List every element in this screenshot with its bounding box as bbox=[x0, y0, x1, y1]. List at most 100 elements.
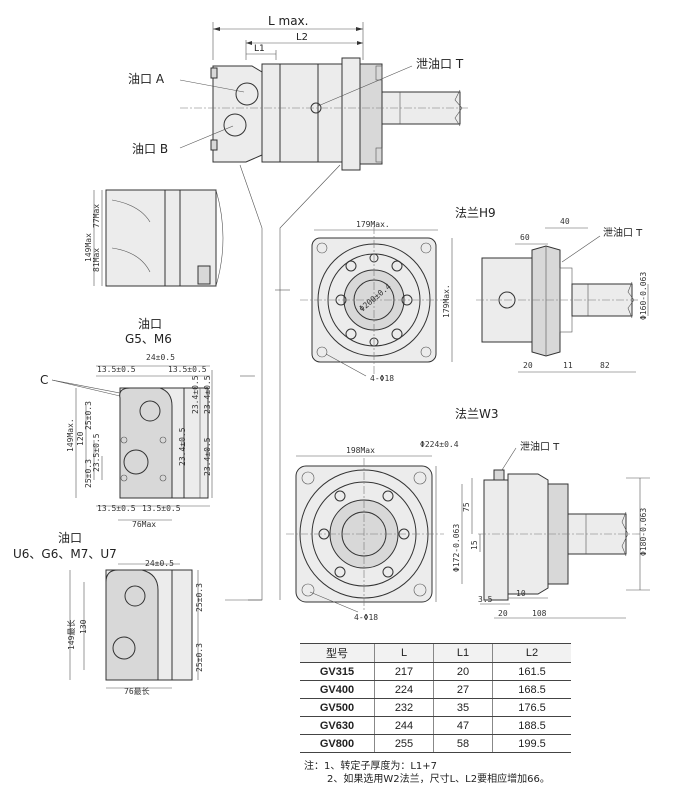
cell-l2: 199.5 bbox=[492, 734, 571, 753]
table-row: GV630 244 47 188.5 bbox=[300, 716, 571, 735]
cell-model: GV500 bbox=[300, 698, 375, 717]
cell-l2: 188.5 bbox=[492, 716, 571, 735]
header-l2: L2 bbox=[492, 643, 571, 663]
dim-149max: 149Max bbox=[84, 233, 93, 262]
note-line-2: 2、如果选用W2法兰，尺寸L、L2要相应增加66。 bbox=[327, 774, 550, 785]
label-flange-h9: 法兰H9 bbox=[455, 206, 496, 220]
dim-g5-76: 76Max bbox=[132, 520, 156, 529]
dim-l-max: L max. bbox=[268, 14, 308, 28]
dim-w3-198w: 198Max bbox=[346, 446, 375, 455]
cell-l: 255 bbox=[374, 734, 434, 753]
header-l: L bbox=[374, 643, 434, 663]
cell-l1: 20 bbox=[433, 662, 493, 681]
label-drain-h9: 泄油口 T bbox=[603, 226, 643, 239]
flange-h9-front: 179Max. 179Max. Φ200±0.4 4-Φ18 bbox=[300, 220, 453, 383]
dim-g5-135d: 13.5±0.5 bbox=[142, 504, 181, 513]
dim-g5-25a: 25±0.3 bbox=[84, 401, 93, 430]
dim-g5-25b: 25±0.3 bbox=[84, 459, 93, 488]
dim-77max: 77Max bbox=[92, 204, 101, 228]
spec-table: 型号 L L1 L2 GV315 217 20 161.5 GV400 224 … bbox=[300, 643, 571, 753]
cell-l2: 176.5 bbox=[492, 698, 571, 717]
cell-model: GV315 bbox=[300, 662, 375, 681]
flange-w3-side: 法兰W3 泄油口 T 75 15 Φ172-0.063 Φ180-0.063 3… bbox=[452, 407, 650, 619]
label-ports-u6-models: U6、G6、M7、U7 bbox=[13, 547, 117, 561]
dim-81max: 81Max bbox=[92, 248, 101, 272]
label-drain-top: 泄油口 T bbox=[416, 57, 464, 71]
port-face-g5: 油口 G5、M6 C 24±0.5 13.5±0.5 13.5±0.5 149M… bbox=[40, 317, 213, 529]
dim-u6-130: 130 bbox=[79, 619, 88, 634]
cell-l2: 168.5 bbox=[492, 680, 571, 699]
cell-l1: 58 bbox=[433, 734, 493, 753]
cell-l: 244 bbox=[374, 716, 434, 735]
dim-g5-120: 120 bbox=[76, 431, 85, 446]
dim-u6-24: 24±0.5 bbox=[145, 559, 174, 568]
table-row: GV500 232 35 176.5 bbox=[300, 698, 571, 717]
cell-l: 232 bbox=[374, 698, 434, 717]
table-row: GV315 217 20 161.5 bbox=[300, 662, 571, 681]
cell-l2: 161.5 bbox=[492, 662, 571, 681]
label-ports-u6: 油口 bbox=[58, 531, 82, 545]
housing-detail-view: 149Max 77Max 81Max bbox=[84, 189, 224, 287]
label-c: C bbox=[40, 373, 48, 387]
table-row: GV800 255 58 199.5 bbox=[300, 734, 571, 753]
dim-g5-149: 149Max. bbox=[66, 418, 75, 452]
dim-g5-135b: 13.5±0.5 bbox=[168, 365, 207, 374]
dim-h9-82: 82 bbox=[600, 361, 610, 370]
dim-g5-235: 23.5±0.5 bbox=[92, 433, 101, 472]
dim-w3-shaft: Φ180-0.063 bbox=[639, 508, 648, 556]
table-row: GV400 224 27 168.5 bbox=[300, 680, 571, 699]
cell-l: 224 bbox=[374, 680, 434, 699]
dim-w3-15: 15 bbox=[470, 540, 479, 550]
dim-u6-25b: 25±0.3 bbox=[195, 643, 204, 672]
dim-w3-pcd: Φ224±0.4 bbox=[420, 440, 459, 449]
dim-h9-40: 40 bbox=[560, 217, 570, 226]
flange-h9-side: 法兰H9 40 60 泄油口 T Φ160-0.063 20 11 82 bbox=[455, 206, 649, 373]
label-port-a: 油口 A bbox=[128, 72, 165, 86]
cell-model: GV630 bbox=[300, 716, 375, 735]
port-face-u6: 油口 U6、G6、M7、U7 24±0.5 149最长 130 25±0.3 2… bbox=[13, 531, 204, 696]
dim-g5-234d: 23.4±0.5 bbox=[203, 437, 212, 476]
dim-h9-179h: 179Max. bbox=[442, 284, 451, 318]
dim-g5-135c: 13.5±0.5 bbox=[97, 504, 136, 513]
cell-model: GV800 bbox=[300, 734, 375, 753]
label-flange-w3: 法兰W3 bbox=[455, 407, 499, 421]
dim-g5-234b: 23.4±0.5 bbox=[203, 375, 212, 414]
dim-w3-75: 75 bbox=[462, 502, 471, 512]
header-l1: L1 bbox=[433, 643, 493, 663]
dim-h9-179w: 179Max. bbox=[356, 220, 390, 229]
label-ports-g5: 油口 bbox=[138, 317, 162, 331]
note-line-1: 注：1、转定子厚度为：L1+7 bbox=[304, 761, 438, 772]
dim-l2: L2 bbox=[296, 32, 308, 43]
dim-u6-25a: 25±0.3 bbox=[195, 583, 204, 612]
label-ports-g5-models: G5、M6 bbox=[125, 332, 172, 346]
cell-l1: 35 bbox=[433, 698, 493, 717]
dim-w3-pilot: Φ172-0.063 bbox=[452, 524, 461, 572]
cell-l1: 47 bbox=[433, 716, 493, 735]
dim-h9-20: 20 bbox=[523, 361, 533, 370]
dim-w3-108: 108 bbox=[532, 609, 547, 618]
dim-h9-11: 11 bbox=[563, 361, 573, 370]
dim-h9-shaft: Φ160-0.063 bbox=[639, 272, 648, 320]
table-header-row: 型号 L L1 L2 bbox=[300, 643, 571, 663]
dim-g5-234a: 23.4±0.5 bbox=[191, 375, 200, 414]
side-view-top: L max. L2 L1 bbox=[180, 14, 470, 171]
header-model: 型号 bbox=[300, 643, 375, 663]
dim-l1: L1 bbox=[254, 44, 265, 54]
cell-l1: 27 bbox=[433, 680, 493, 699]
dim-h9-60: 60 bbox=[520, 233, 530, 242]
dim-h9-holes: 4-Φ18 bbox=[370, 374, 394, 383]
dim-g5-135a: 13.5±0.5 bbox=[97, 365, 136, 374]
cell-l: 217 bbox=[374, 662, 434, 681]
label-drain-w3: 泄油口 T bbox=[520, 440, 560, 453]
dim-u6-149: 149最长 bbox=[66, 620, 76, 650]
dim-g5-234c: 23.4±0.5 bbox=[178, 427, 187, 466]
dim-u6-76: 76最长 bbox=[124, 686, 150, 696]
label-port-b: 油口 B bbox=[132, 142, 168, 156]
dim-g5-24: 24±0.5 bbox=[146, 353, 175, 362]
dim-w3-10: 10 bbox=[516, 589, 526, 598]
dim-w3-20: 20 bbox=[498, 609, 508, 618]
notes: 注：1、转定子厚度为：L1+7 2、如果选用W2法兰，尺寸L、L2要相应增加66… bbox=[304, 760, 550, 786]
cell-model: GV400 bbox=[300, 680, 375, 699]
flange-w3-front: 198Max Φ224±0.4 198Max. 4-Φ18 bbox=[286, 440, 459, 622]
